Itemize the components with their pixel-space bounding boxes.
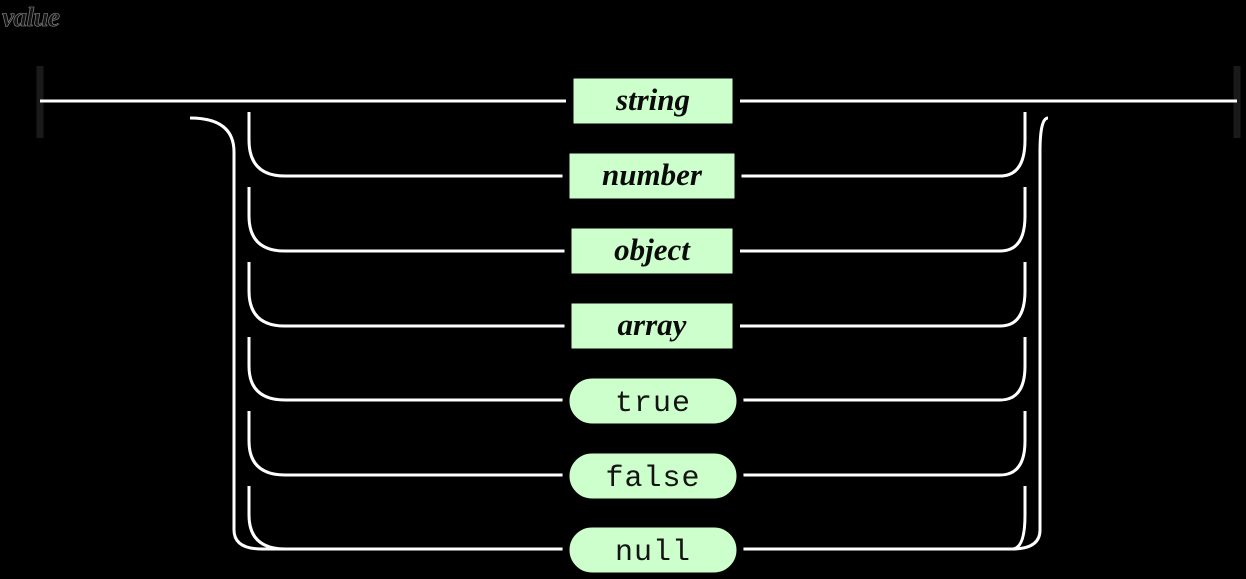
alternative-array[interactable]: array [564,296,740,356]
alternative-label-false: false [605,462,700,496]
alternative-label-true: true [615,387,691,421]
nonterminal-box-object[interactable] [564,221,740,281]
rail-right-branches [740,112,1027,551]
nonterminal-box-array[interactable] [564,296,740,356]
alternative-false[interactable]: false [562,446,744,506]
alternative-object[interactable]: object [564,221,740,281]
alternative-true[interactable]: true [562,371,744,431]
nonterminal-box-string[interactable] [566,71,740,131]
alternative-string[interactable]: string [566,71,740,131]
terminal-pill-false[interactable] [562,446,744,506]
alternative-label-array: array [618,307,687,342]
rail-left-branch-trunk [189,116,566,551]
alternative-label-object: object [614,232,691,267]
rail-right-branch-trunk [740,116,1049,551]
alternative-label-number: number [602,157,703,192]
terminal-pill-true[interactable] [562,371,744,431]
alternative-label-null: null [615,536,691,570]
page-title: value [2,2,61,33]
nonterminal-box-number[interactable] [562,146,742,206]
alternative-label-string: string [615,82,690,117]
rail-left-branches [247,112,566,551]
alternative-null[interactable]: null [562,520,744,579]
terminal-pill-null[interactable] [562,520,744,579]
alternative-number[interactable]: number [562,146,742,206]
